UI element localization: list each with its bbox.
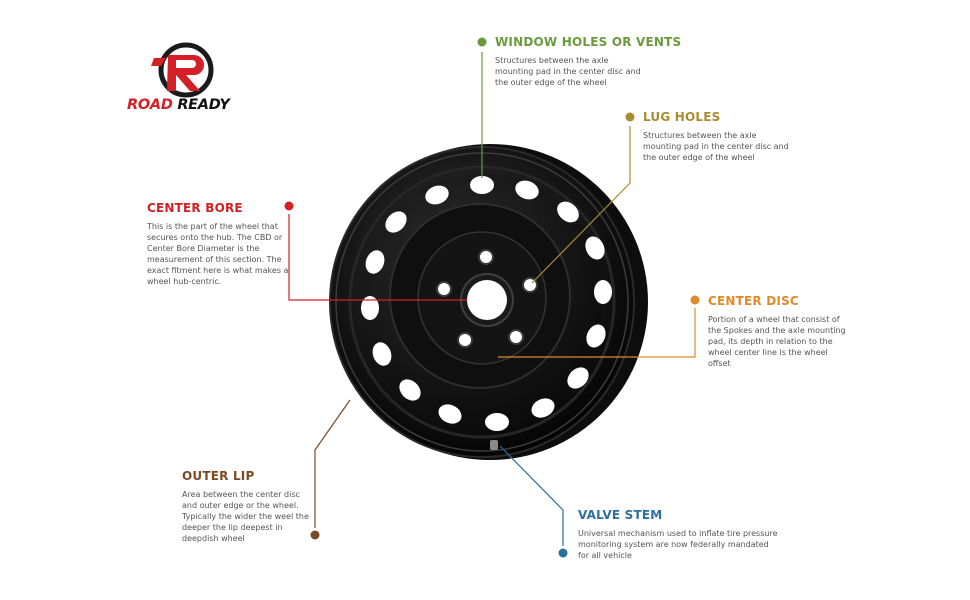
window-hole bbox=[557, 201, 579, 223]
window-hole bbox=[399, 379, 421, 401]
brand-wordmark: ROAD READY bbox=[127, 97, 230, 113]
lug-hole bbox=[436, 281, 452, 297]
callout-title: OUTER LIP bbox=[182, 469, 255, 483]
marker-center-disc bbox=[690, 295, 700, 305]
callout-title: LUG HOLES bbox=[643, 110, 721, 124]
callout-body: Area between the center disc and outer e… bbox=[182, 490, 309, 543]
window-hole bbox=[531, 398, 555, 418]
lug-hole bbox=[508, 329, 524, 345]
lug-hole bbox=[478, 249, 494, 265]
window-hole bbox=[485, 413, 509, 431]
callout-body: Structures between the axle mounting pad… bbox=[495, 56, 641, 87]
callout-valve-stem: VALVE STEM Universal mechanism used to i… bbox=[578, 508, 778, 561]
window-hole bbox=[361, 296, 379, 320]
window-holes bbox=[361, 176, 612, 431]
marker-window-holes bbox=[477, 37, 487, 47]
window-hole bbox=[586, 324, 606, 348]
leader-valve-stem bbox=[499, 445, 564, 546]
center-bore-hole bbox=[467, 280, 507, 320]
window-hole bbox=[365, 250, 385, 274]
marker-outer-lip bbox=[310, 530, 320, 540]
leader-lug-holes bbox=[531, 126, 631, 284]
callout-lug-holes: LUG HOLES Structures between the axle mo… bbox=[643, 110, 793, 163]
callout-center-disc: CENTER DISC Portion of a wheel that cons… bbox=[708, 294, 848, 369]
callout-title: VALVE STEM bbox=[578, 508, 663, 522]
callout-title: WINDOW HOLES OR VENTS bbox=[495, 35, 682, 49]
window-hole bbox=[585, 236, 605, 260]
window-hole bbox=[438, 404, 462, 424]
callout-body: This is the part of the wheel that secur… bbox=[147, 222, 289, 286]
marker-valve-stem bbox=[558, 548, 568, 558]
lug-holes bbox=[436, 249, 538, 348]
callout-window-holes: WINDOW HOLES OR VENTS Structures between… bbox=[495, 35, 682, 88]
window-hole bbox=[470, 176, 494, 194]
callout-center-bore: CENTER BORE This is the part of the whee… bbox=[147, 201, 297, 287]
leader-outer-lip bbox=[314, 399, 351, 528]
window-hole bbox=[425, 185, 449, 205]
callout-outer-lip: OUTER LIP Area between the center disc a… bbox=[182, 469, 310, 544]
window-hole bbox=[515, 180, 539, 200]
callout-title: CENTER BORE bbox=[147, 201, 243, 215]
window-hole bbox=[372, 342, 392, 366]
lug-hole bbox=[457, 332, 473, 348]
wheel bbox=[329, 144, 648, 460]
leader-center-bore bbox=[288, 214, 467, 301]
road-ready-logo bbox=[151, 42, 214, 98]
callout-body: Portion of a wheel that consist of the S… bbox=[708, 315, 846, 368]
callout-body: Universal mechanism used to inflate tire… bbox=[578, 529, 778, 560]
callout-title: CENTER DISC bbox=[708, 294, 799, 308]
valve-stem bbox=[490, 440, 498, 450]
brand-word-ready: READY bbox=[177, 97, 230, 113]
window-hole bbox=[385, 211, 407, 233]
leader-center-disc bbox=[498, 308, 696, 358]
window-hole bbox=[594, 280, 612, 304]
brand-word-road: ROAD bbox=[127, 97, 173, 113]
window-hole bbox=[567, 367, 589, 389]
marker-center-bore bbox=[284, 201, 294, 211]
marker-lug-holes bbox=[625, 112, 635, 122]
callout-body: Structures between the axle mounting pad… bbox=[643, 131, 789, 162]
